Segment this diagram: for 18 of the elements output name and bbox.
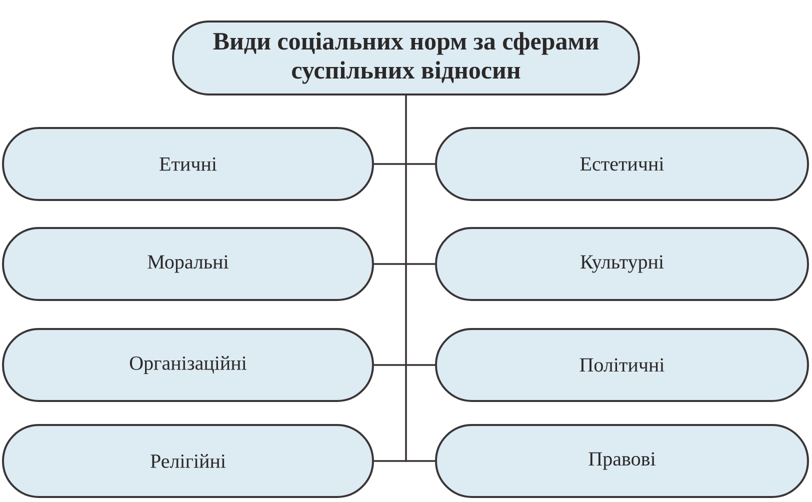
branch-line — [406, 263, 435, 265]
branch-line — [374, 163, 406, 165]
category-box: Організаційні — [2, 328, 374, 402]
branch-line — [374, 460, 406, 462]
category-box: Правові — [435, 424, 809, 498]
branch-line — [406, 364, 435, 366]
category-box: Політичні — [435, 328, 809, 402]
branch-line — [374, 263, 406, 265]
category-box: Моральні — [2, 227, 374, 301]
branch-line — [374, 364, 406, 366]
category-box: Культурні — [435, 227, 809, 301]
heading-box: Види соціальних норм за сферами суспільних відносин — [172, 20, 640, 96]
category-box: Етичні — [2, 127, 374, 201]
trunk-line — [405, 96, 407, 462]
branch-line — [406, 460, 435, 462]
branch-line — [406, 163, 435, 165]
category-box: Естетичні — [435, 127, 809, 201]
category-box: Релігійні — [2, 424, 374, 498]
